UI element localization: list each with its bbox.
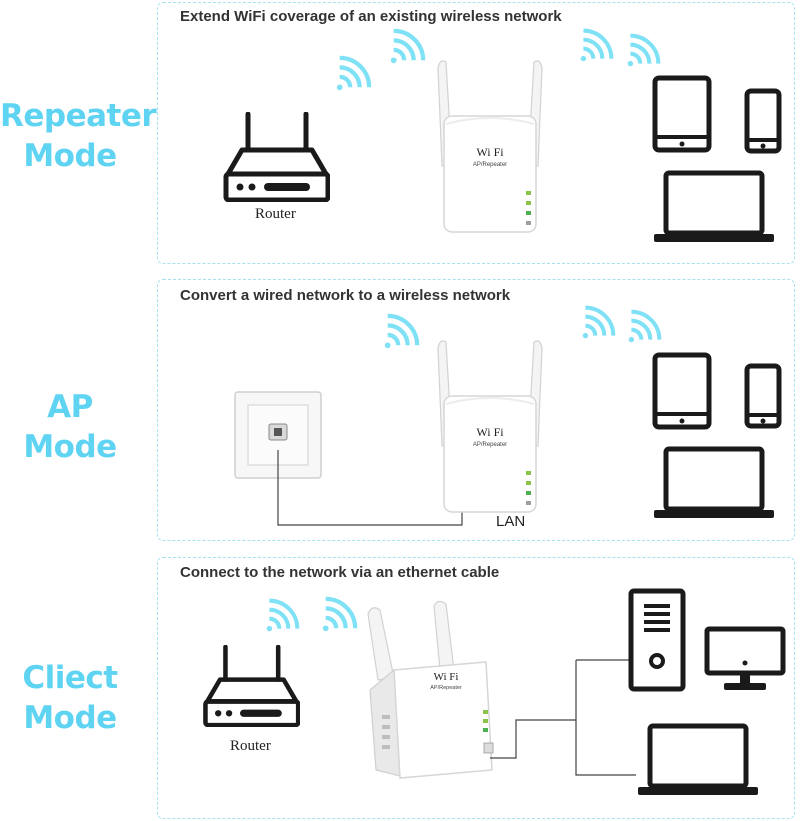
ap-panel-title: Convert a wired network to a wireless ne… xyxy=(180,287,511,304)
client-panel-title: Connect to the network via an ethernet c… xyxy=(180,564,500,581)
ap-mode-label: AP Mode xyxy=(0,387,140,467)
repeater-brand: Wi Fi xyxy=(434,671,459,683)
desktop-tower-icon xyxy=(628,588,686,692)
router-label: Router xyxy=(230,738,271,754)
ap-panel xyxy=(157,279,795,541)
wifi-repeater-device-icon: Wi Fi AP/Repeater xyxy=(430,336,550,516)
repeater-mode-label-line2: Mode xyxy=(23,138,117,174)
repeater-model: AP/Repeater xyxy=(473,442,507,448)
repeater-model: AP/Repeater xyxy=(473,162,507,168)
monitor-icon xyxy=(704,626,786,690)
client-mode-label-line1: Cliect xyxy=(22,660,118,696)
router-label: Router xyxy=(255,206,296,222)
repeater-brand: Wi Fi xyxy=(476,145,504,159)
client-mode-label-line2: Mode xyxy=(23,700,117,736)
client-mode-label: Cliect Mode xyxy=(0,658,140,738)
ap-mode-label-line1: AP Mode xyxy=(23,389,117,465)
repeater-mode-label-line1: Repeater xyxy=(0,98,157,134)
repeater-panel xyxy=(157,2,795,264)
repeater-mode-label: Repeater Mode xyxy=(0,96,157,176)
lan-label: LAN xyxy=(496,513,526,530)
repeater-model: AP/Repeater xyxy=(430,685,462,691)
wifi-repeater-device-icon: Wi Fi AP/Repeater xyxy=(430,56,550,236)
laptop-icon xyxy=(636,722,760,798)
repeater-brand: Wi Fi xyxy=(476,425,504,439)
client-panel xyxy=(157,557,795,819)
wifi-repeater-device-icon: Wi Fi AP/Repeater xyxy=(367,600,494,779)
repeater-panel-title: Extend WiFi coverage of an existing wire… xyxy=(180,8,562,25)
